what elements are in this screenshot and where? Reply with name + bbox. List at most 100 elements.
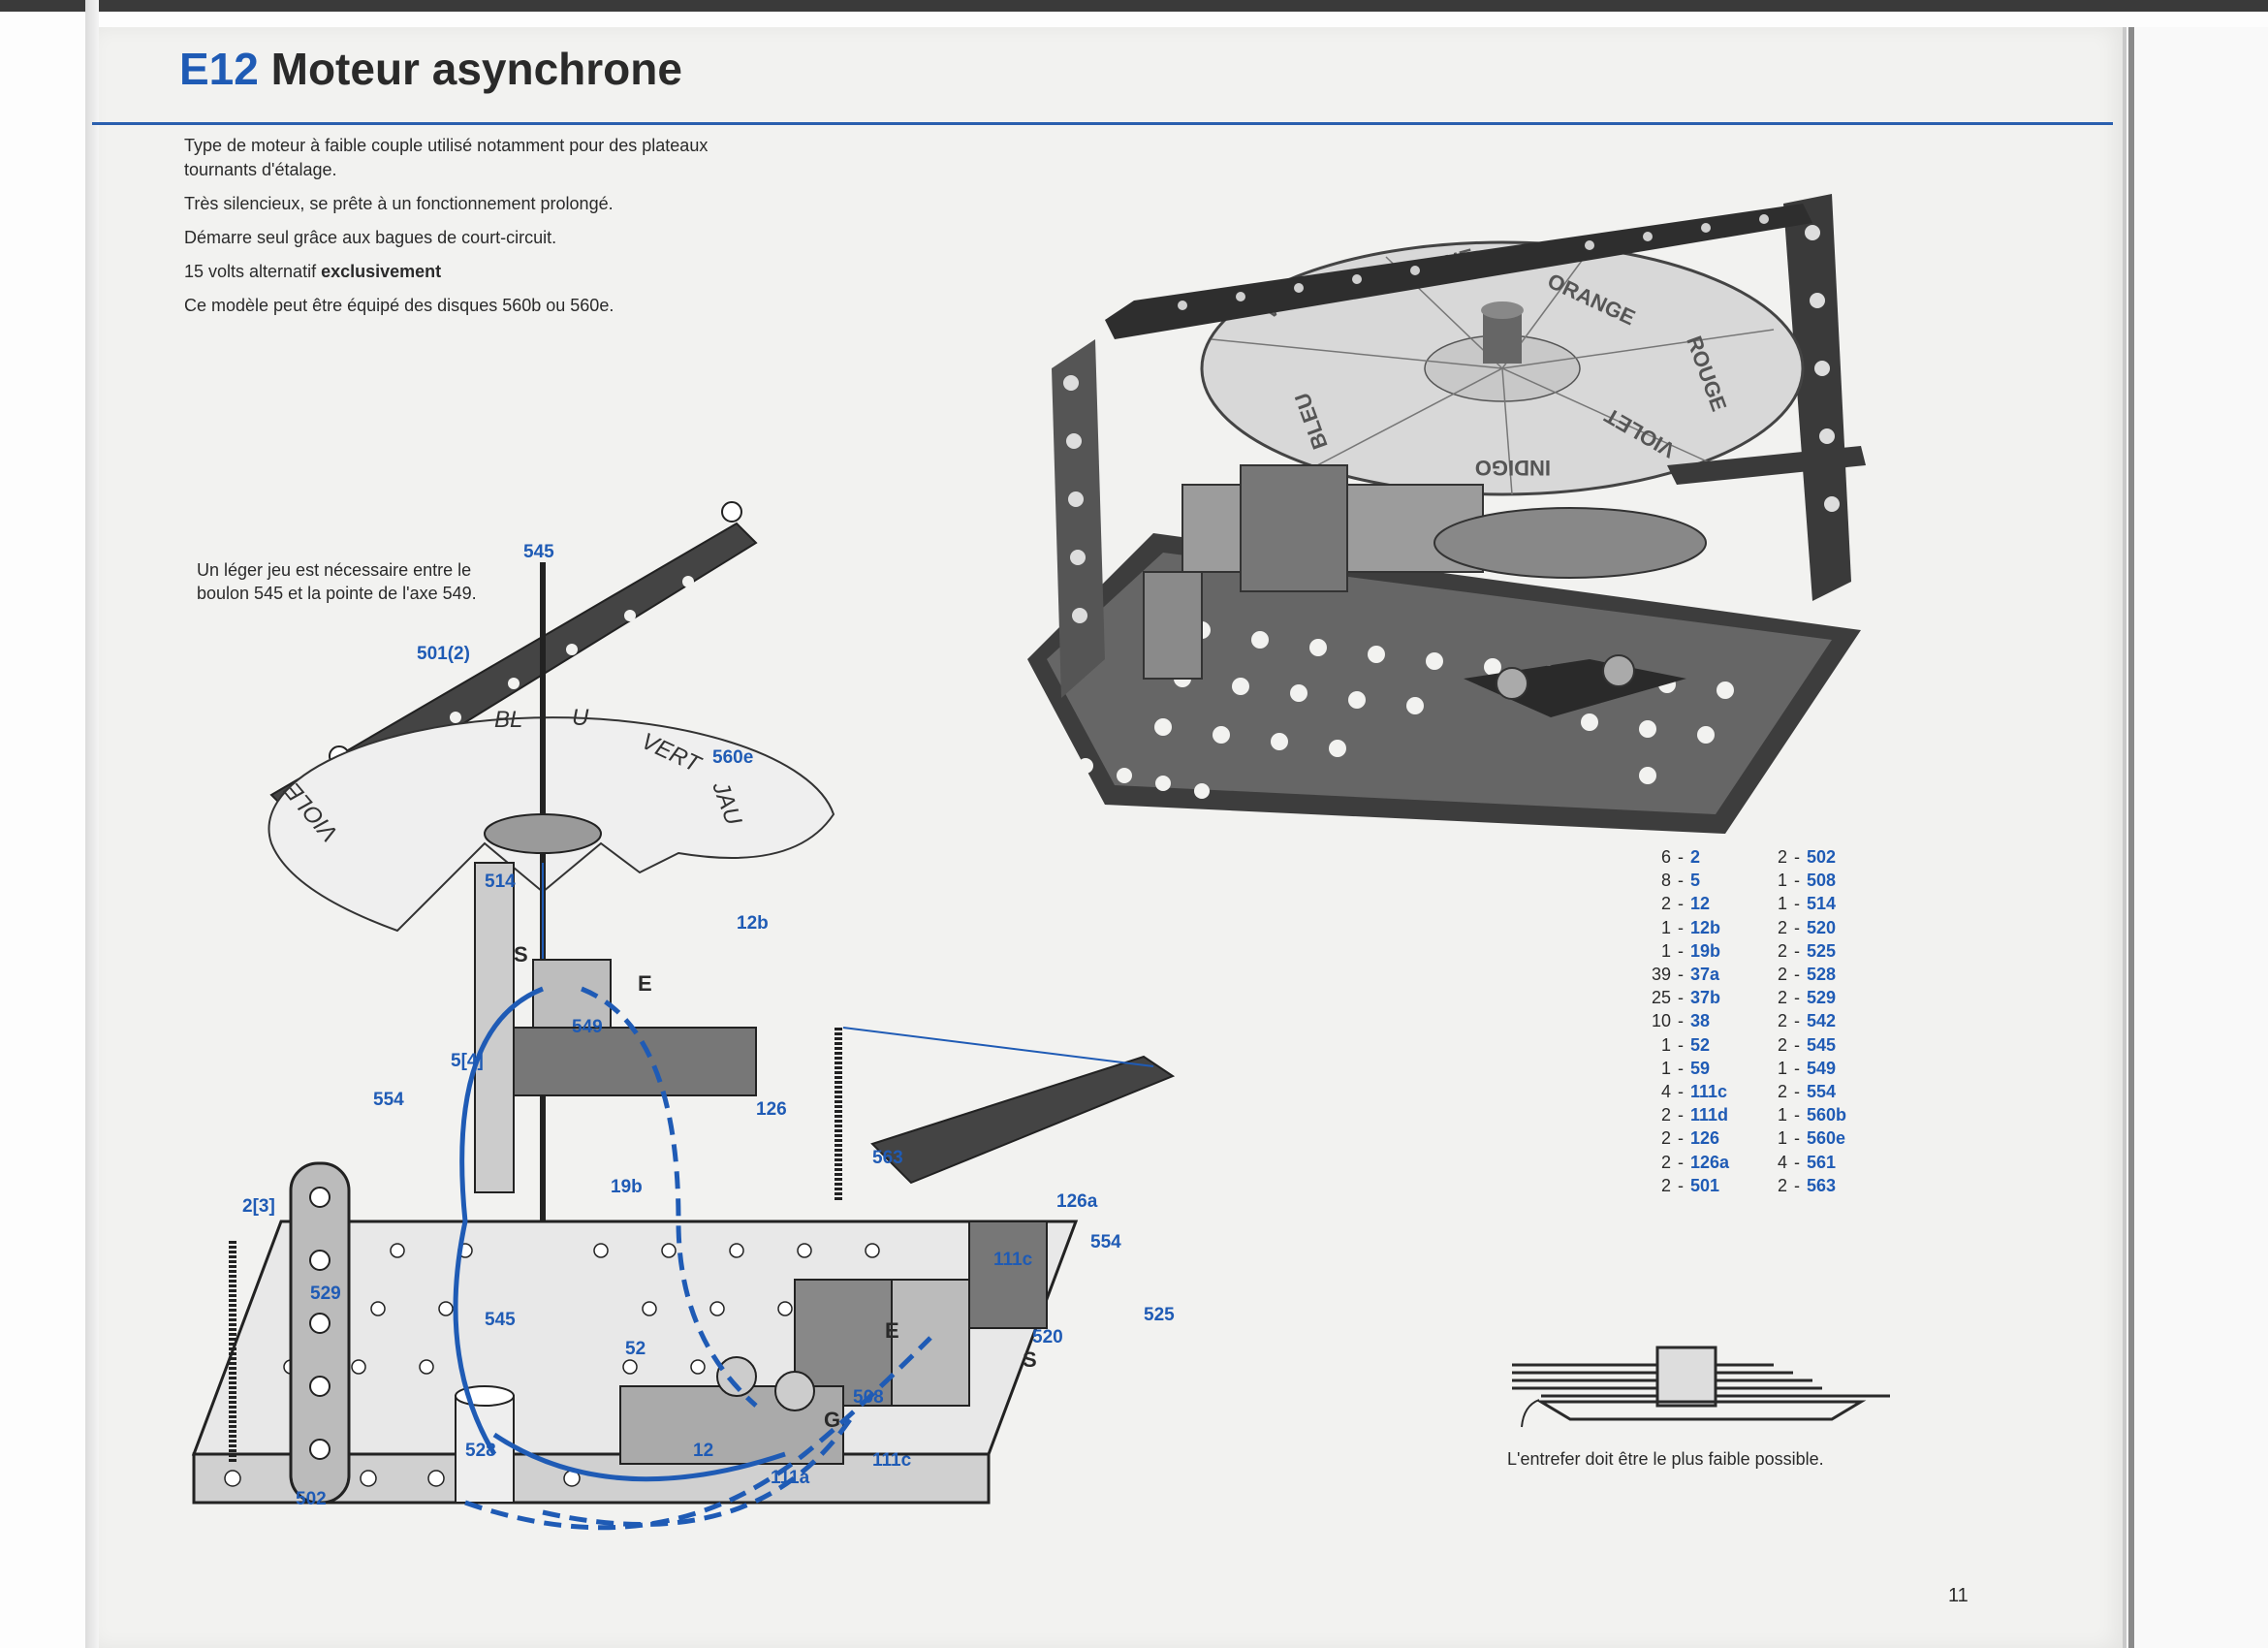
part-number: 37a — [1690, 965, 1720, 985]
part-number: 12 — [1690, 894, 1711, 914]
callout-545b: 545 — [485, 1310, 516, 1330]
part-number: 508 — [1807, 871, 1837, 891]
part-number: 126 — [1690, 1128, 1720, 1149]
part-row: 2-12 — [1638, 892, 1764, 915]
intro-line: 15 volts alternatif exclusivement — [184, 260, 727, 284]
part-quantity: 1 — [1777, 1128, 1787, 1149]
part-dash: - — [1794, 1175, 1800, 1195]
callout-529: 529 — [310, 1284, 341, 1304]
part-row: 1-12b — [1638, 916, 1764, 939]
part-number: 561 — [1807, 1152, 1837, 1172]
part-row: 2-554 — [1754, 1080, 1880, 1103]
part-quantity: 10 — [1651, 1011, 1671, 1031]
part-dash: - — [1678, 965, 1684, 985]
part-dash: - — [1678, 1128, 1684, 1149]
callout-12: 12 — [693, 1441, 713, 1461]
part-row: 39-37a — [1638, 963, 1764, 986]
part-quantity: 39 — [1651, 965, 1671, 985]
part-number: 59 — [1690, 1058, 1711, 1078]
callout-514: 514 — [485, 872, 516, 892]
part-quantity: 2 — [1777, 917, 1787, 937]
part-quantity: 6 — [1660, 847, 1671, 867]
air-gap-caption: L'entrefer doit être le plus faible poss… — [1507, 1449, 1824, 1469]
part-dash: - — [1678, 1058, 1684, 1078]
part-quantity: 8 — [1660, 871, 1671, 891]
voltage-emphasis: exclusivement — [321, 262, 442, 281]
callout-563: 563 — [872, 1148, 903, 1168]
part-number: 563 — [1807, 1175, 1837, 1195]
part-quantity: 2 — [1660, 894, 1671, 914]
part-number: 528 — [1807, 965, 1837, 985]
callout-520: 520 — [1032, 1327, 1063, 1347]
callout-52: 52 — [625, 1339, 646, 1359]
callout-111c2: 111c — [872, 1450, 912, 1471]
terminal-g: G — [824, 1408, 840, 1432]
disc-word: U — [572, 705, 589, 731]
coil-554 — [968, 1220, 1048, 1329]
callout-501: 501(2) — [417, 644, 470, 664]
part-row: 1-514 — [1754, 892, 1880, 915]
part-dash: - — [1794, 965, 1800, 985]
part-dash: - — [1678, 847, 1684, 867]
part-quantity: 2 — [1777, 1175, 1787, 1195]
callout-525: 525 — [1144, 1305, 1175, 1325]
callout-111a: 111a — [771, 1468, 810, 1488]
part-row: 2-545 — [1754, 1033, 1880, 1057]
part-dash: - — [1794, 1011, 1800, 1031]
pillar-528 — [455, 1395, 515, 1504]
part-dash: - — [1678, 894, 1684, 914]
part-quantity: 1 — [1777, 1105, 1787, 1125]
part-quantity: 1 — [1660, 940, 1671, 961]
plate-520 — [891, 1279, 970, 1407]
terminal-s2: S — [1023, 1347, 1037, 1372]
rotor-edge — [1535, 1400, 1867, 1421]
part-dash: - — [1794, 894, 1800, 914]
part-row: 1-560e — [1754, 1126, 1880, 1150]
part-dash: - — [1794, 988, 1800, 1008]
part-row: 6-2 — [1638, 845, 1764, 869]
part-quantity: 2 — [1660, 1152, 1671, 1172]
part-number: 52 — [1690, 1034, 1711, 1055]
part-dash: - — [1794, 1082, 1800, 1102]
title-rule — [92, 122, 2113, 125]
part-number: 12b — [1690, 917, 1721, 937]
part-quantity: 4 — [1777, 1152, 1787, 1172]
part-dash: - — [1678, 1082, 1684, 1102]
terminal-e: E — [638, 971, 652, 996]
part-dash: - — [1678, 1152, 1684, 1172]
model-code: E12 — [179, 44, 259, 94]
coil-post — [1143, 571, 1203, 680]
callout-12b: 12b — [737, 913, 769, 934]
part-row: 2-529 — [1754, 986, 1880, 1009]
part-row: 2-528 — [1754, 963, 1880, 986]
part-dash: - — [1678, 1105, 1684, 1125]
part-number: 126a — [1690, 1152, 1730, 1172]
part-number: 549 — [1807, 1058, 1837, 1078]
part-number: 2 — [1690, 847, 1701, 867]
part-dash: - — [1794, 1128, 1800, 1149]
callout-554b: 554 — [1090, 1232, 1121, 1252]
part-quantity: 1 — [1660, 1058, 1671, 1078]
part-quantity: 2 — [1660, 1128, 1671, 1149]
part-number: 111d — [1690, 1105, 1729, 1125]
part-dash: - — [1678, 940, 1684, 961]
part-number: 502 — [1807, 847, 1837, 867]
callout-560e: 560e — [712, 747, 753, 768]
strip-126a — [870, 1055, 1176, 1185]
part-row: 8-5 — [1638, 869, 1764, 892]
part-quantity: 25 — [1651, 988, 1671, 1008]
part-row: 10-38 — [1638, 1009, 1764, 1032]
part-row: 1-59 — [1638, 1057, 1764, 1080]
terminal-s: S — [514, 942, 528, 967]
part-row: 4-111c — [1638, 1080, 1764, 1103]
part-quantity: 2 — [1777, 965, 1787, 985]
intro-line: Démarre seul grâce aux bagues de court-c… — [184, 228, 557, 247]
next-page-edge — [2123, 27, 2268, 1648]
page-number: 11 — [1948, 1585, 1969, 1606]
part-row: 2-525 — [1754, 939, 1880, 963]
part-number: 37b — [1690, 988, 1721, 1008]
part-row: 1-52 — [1638, 1033, 1764, 1057]
disc-hub — [1483, 310, 1522, 364]
part-quantity: 1 — [1777, 1058, 1787, 1078]
part-dash: - — [1794, 847, 1800, 867]
